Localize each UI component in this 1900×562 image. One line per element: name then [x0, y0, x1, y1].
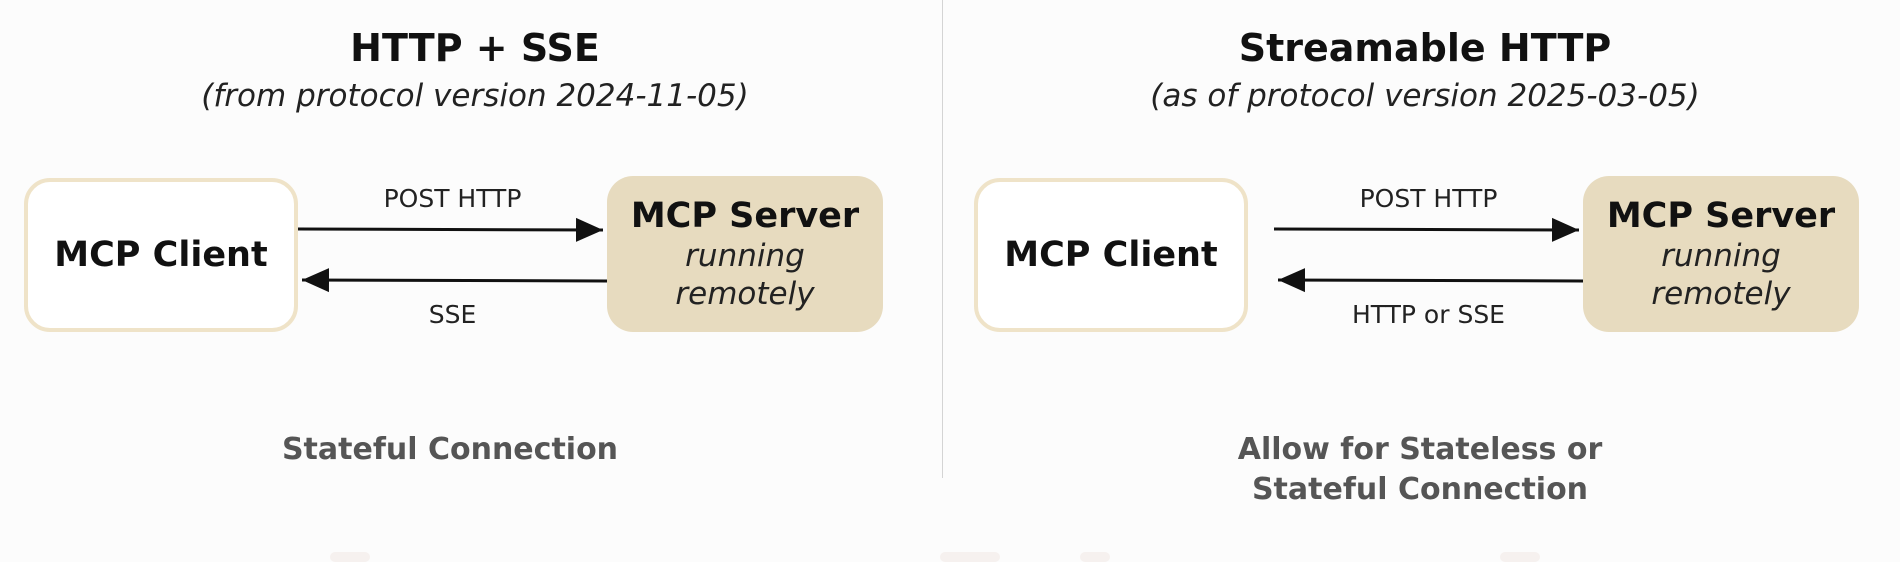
server-subtitle-line2: remotely [1651, 276, 1791, 312]
panel-divider [942, 0, 943, 478]
response-arrow [301, 268, 608, 293]
bottom-smudge [940, 552, 1000, 562]
caption-line-1: Stateful Connection [281, 432, 619, 467]
caption-line-1: Allow for Stateless or [1237, 432, 1603, 467]
mcp-client-label: MCP Client [54, 235, 268, 275]
response-arrow-label: SSE [428, 300, 477, 329]
server-subtitle-line1: running [1661, 238, 1781, 274]
mcp-server-label: MCP Server [630, 196, 860, 236]
panel-subtitle: (from protocol version 2024-11-05) [201, 78, 749, 114]
panel-title: Streamable HTTP [1238, 26, 1612, 70]
request-arrow-label: POST HTTP [1359, 184, 1498, 213]
connection-caption: Allow for Stateless or Stateful Connecti… [970, 430, 1870, 510]
response-arrow-label: HTTP or SSE [1352, 300, 1505, 329]
server-subtitle-line1: running [685, 238, 805, 274]
mcp-server-label: MCP Server [1606, 196, 1836, 236]
connection-arrows [1273, 217, 1584, 293]
request-arrow-label: POST HTTP [383, 184, 522, 213]
connection-arrows [297, 217, 608, 293]
connection-caption: Stateful Connection [0, 430, 900, 470]
mcp-client-box: MCP Client [24, 178, 298, 332]
panel-http-sse: HTTP + SSE (from protocol version 2024-1… [0, 26, 900, 470]
mcp-server-box: MCP Server running remotely [607, 176, 883, 332]
request-arrow [297, 217, 604, 242]
panel-subtitle: (as of protocol version 2025-03-05) [1150, 78, 1700, 114]
caption-line-2: Stateful Connection [1251, 472, 1589, 507]
bottom-smudge [1500, 552, 1540, 562]
mcp-server-box: MCP Server running remotely [1583, 176, 1859, 332]
bottom-smudge [1080, 552, 1110, 562]
request-arrow [1273, 217, 1580, 242]
mcp-client-box: MCP Client [974, 178, 1248, 332]
panel-title: HTTP + SSE [350, 26, 600, 70]
panel-streamable-http: Streamable HTTP (as of protocol version … [950, 0, 1900, 562]
server-subtitle-line2: remotely [675, 276, 815, 312]
response-arrow [1277, 268, 1584, 293]
mcp-client-label: MCP Client [1004, 235, 1218, 275]
bottom-smudge [330, 552, 370, 562]
